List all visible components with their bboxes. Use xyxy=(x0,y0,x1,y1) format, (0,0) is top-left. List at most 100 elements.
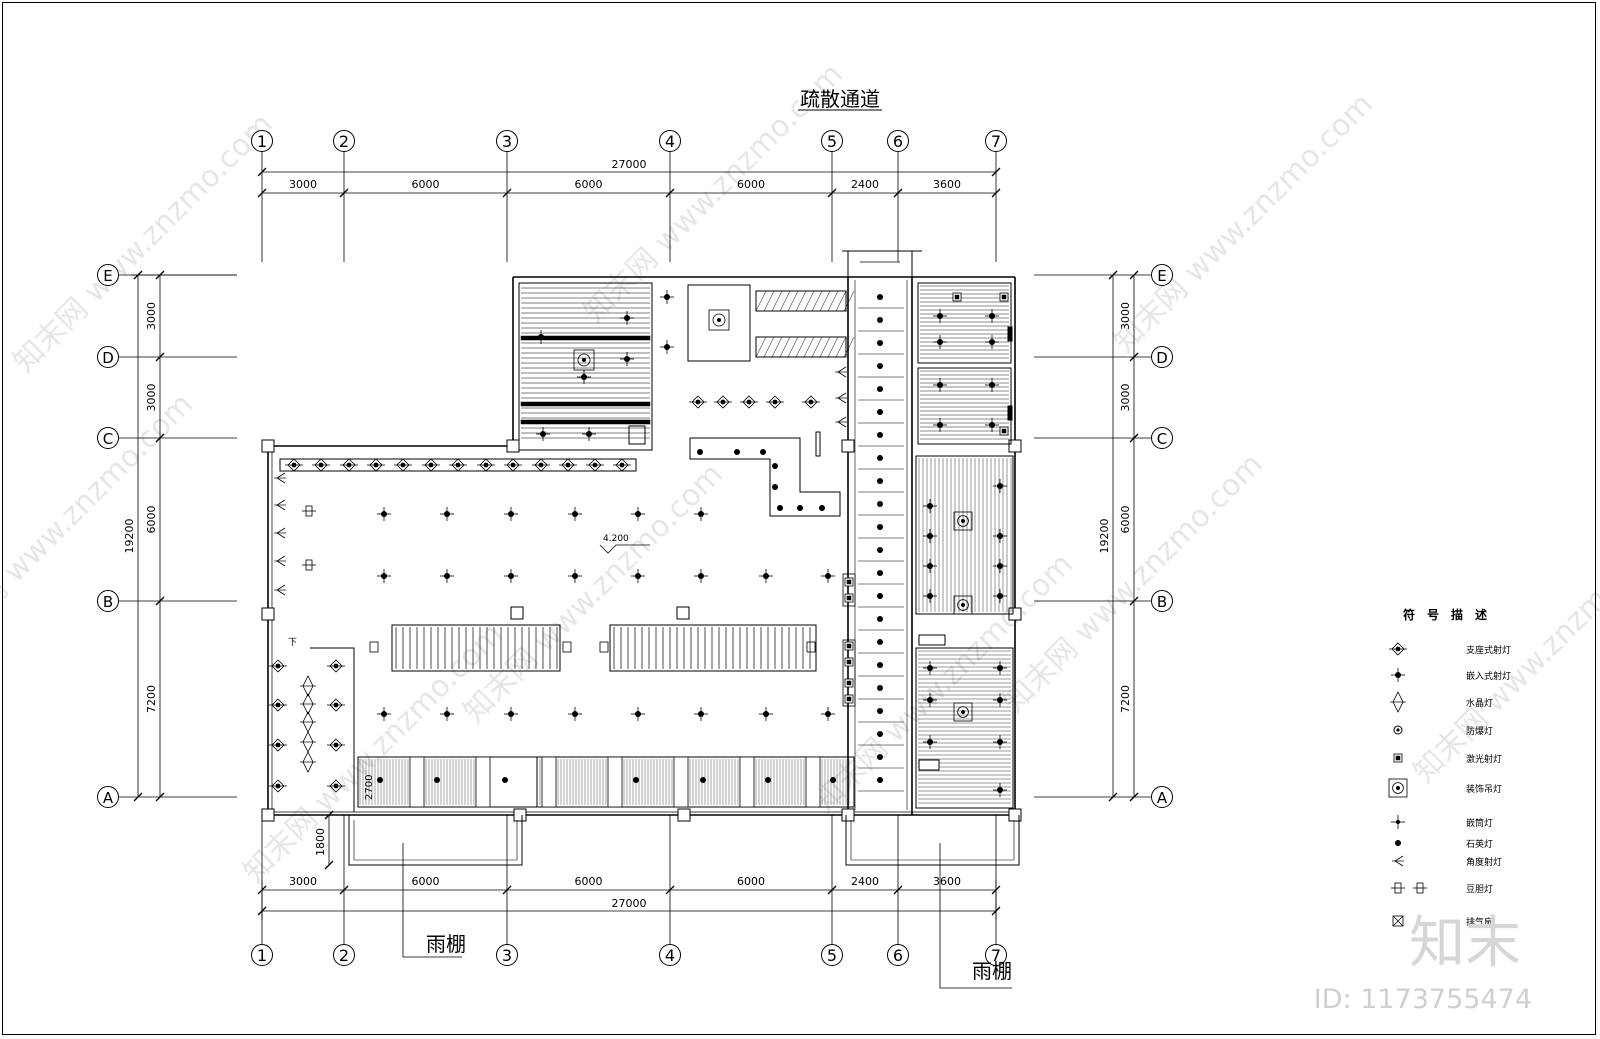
quartz-lamp-icon xyxy=(877,616,883,622)
axis-bubble xyxy=(333,130,355,152)
dim-span-label: 3600 xyxy=(933,178,961,191)
dim-span-label: 6000 xyxy=(737,178,765,191)
watermark-site-text: 知末网 www.znzmo.com xyxy=(7,107,280,380)
explosion-proof-lamp-icon xyxy=(1393,725,1403,735)
hatch xyxy=(763,336,775,358)
exhaust-fan-icon xyxy=(1392,915,1404,927)
bracket-spotlight-icon xyxy=(716,395,730,409)
fixture-ring xyxy=(712,313,726,327)
crystal-lamp-icon xyxy=(302,751,314,773)
watermark-site-text: 知末网 www.znzmo.com xyxy=(0,387,200,660)
fixture-stroke xyxy=(1392,915,1404,927)
axis-label: 7 xyxy=(991,946,1001,965)
dim-span-label: 6000 xyxy=(145,506,158,534)
hatch xyxy=(827,336,839,358)
legend-item-label: 防爆灯 xyxy=(1466,725,1493,737)
bracket-spotlight-icon xyxy=(588,458,602,472)
canopy-label-2: 雨棚 xyxy=(972,959,1012,983)
bracket-spotlight-icon xyxy=(396,458,410,472)
room-partition xyxy=(918,759,940,771)
fixture-ring xyxy=(577,353,591,367)
axis-bubble xyxy=(659,944,681,966)
axis-bubble xyxy=(1151,264,1173,286)
legend-item-label: 嵌筒灯 xyxy=(1466,817,1493,829)
bracket-spotlight-icon xyxy=(804,395,818,409)
axis-bubble xyxy=(251,944,273,966)
fixture-core xyxy=(846,659,852,665)
axis-bubble xyxy=(887,944,909,966)
dim-tick xyxy=(155,352,165,362)
quartz-lamp-icon xyxy=(777,505,783,511)
decorative-pendant-icon xyxy=(953,511,973,531)
axis-label: 5 xyxy=(827,132,837,151)
quartz-lamp-icon xyxy=(877,662,883,668)
axis-label: 3 xyxy=(502,132,512,151)
shaft-hatched xyxy=(755,336,847,358)
dim-tick xyxy=(339,188,349,198)
strip-separator xyxy=(739,756,755,808)
stair-down-label: 下 xyxy=(288,638,297,648)
bracket-spotlight-icon xyxy=(691,395,705,409)
axis-bubble xyxy=(496,130,518,152)
quartz-lamp-icon xyxy=(772,463,778,469)
quartz-lamp-icon xyxy=(877,547,883,553)
canopy-leader-1 xyxy=(402,843,462,958)
dim-span-label: 6000 xyxy=(737,875,765,888)
dim-span-label: 2400 xyxy=(851,178,879,191)
bracket-spotlight-icon xyxy=(1391,642,1405,656)
legend-item-label: 排气扇 xyxy=(1466,916,1493,928)
fixture-dot xyxy=(1396,786,1400,790)
canopy-outline-2 xyxy=(845,815,1020,866)
quartz-lamp-icon xyxy=(877,478,883,484)
bracket-spotlight-icon xyxy=(342,458,356,472)
quartz-lamp-icon xyxy=(877,593,883,599)
hatch xyxy=(795,290,807,312)
dim-tick xyxy=(133,792,143,802)
quartz-lamp-icon xyxy=(877,432,883,438)
quartz-lamp-icon xyxy=(877,386,883,392)
fixture-core xyxy=(1001,428,1007,434)
ceiling-panel-zone xyxy=(518,282,653,451)
dim-tick xyxy=(502,885,512,895)
fixture-core xyxy=(846,643,852,649)
hatch xyxy=(779,336,791,358)
structural-column xyxy=(1008,808,1022,822)
quartz-lamp-icon xyxy=(877,317,883,323)
crystal-lamp-icon xyxy=(302,693,314,715)
axis-label: B xyxy=(103,593,113,611)
fixture-dot xyxy=(1396,820,1400,824)
quartz-lamp-icon xyxy=(877,777,883,783)
axis-bubble xyxy=(333,944,355,966)
hatch xyxy=(811,290,823,312)
axis-bubble xyxy=(821,130,843,152)
structural-column xyxy=(506,439,520,453)
dim-tick xyxy=(155,433,165,443)
counter-outline xyxy=(689,437,841,517)
bottom-ceiling-strip xyxy=(357,756,855,808)
dim-span-label: 6000 xyxy=(412,178,440,191)
hatch xyxy=(819,290,831,312)
legend-item-label: 支座式射灯 xyxy=(1466,644,1511,656)
dim-tick xyxy=(1108,270,1118,280)
axis-label: 1 xyxy=(257,946,267,965)
axis-label: 2 xyxy=(339,132,349,151)
bracket-spotlight-icon xyxy=(451,458,465,472)
laser-housing xyxy=(842,573,856,607)
dim-span-label: 6000 xyxy=(575,875,603,888)
legend-item-label: 石英灯 xyxy=(1466,838,1493,850)
bracket-spotlight-icon xyxy=(271,698,285,712)
axis-label: B xyxy=(1157,593,1167,611)
hatch xyxy=(803,336,815,358)
axis-bubble xyxy=(1151,786,1173,808)
dim-tick xyxy=(827,885,837,895)
bracket-spotlight-icon xyxy=(271,659,285,673)
hatch xyxy=(755,336,767,358)
quartz-lamp-icon xyxy=(772,484,778,490)
legend: 符 号 描 述支座式射灯嵌入式射灯水晶灯防爆灯激光射灯装饰吊灯嵌筒灯石英灯角度射… xyxy=(1403,607,1511,928)
structural-column xyxy=(261,439,275,453)
laser-housing xyxy=(842,639,856,707)
axis-label: 1 xyxy=(257,132,267,151)
canopy-leader-2 xyxy=(939,843,1012,989)
decorative-pendant-icon xyxy=(953,702,973,722)
dim-tick xyxy=(991,188,1001,198)
